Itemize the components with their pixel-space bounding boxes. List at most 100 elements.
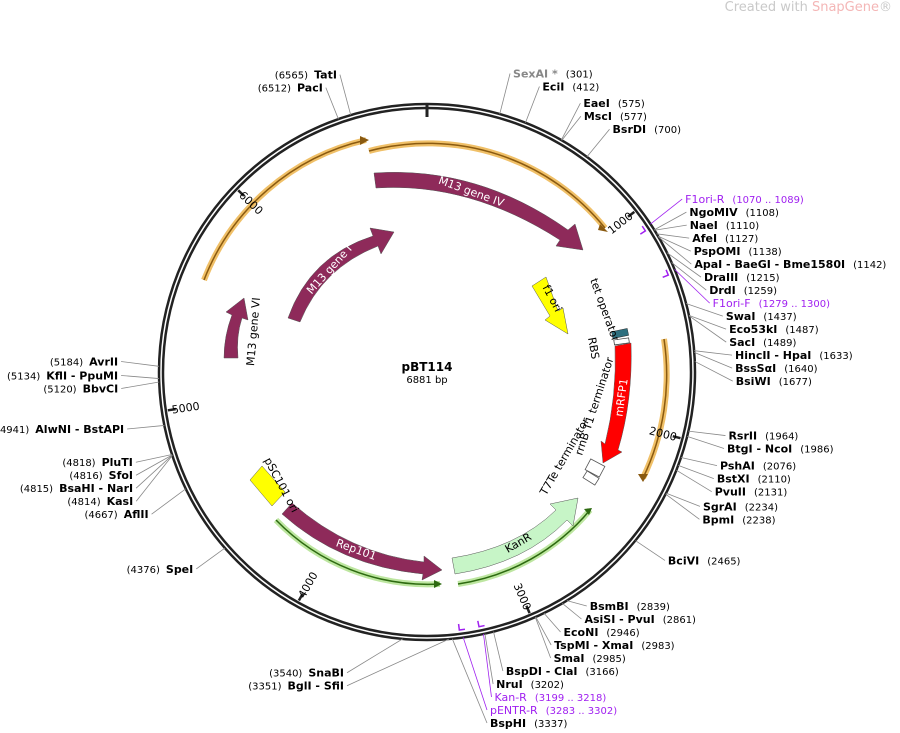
feature-f1-ori[interactable]	[531, 276, 569, 335]
site-label[interactable]: (6512)PacI	[258, 82, 323, 95]
site-labels: SexAI *(301)EciI(412)EaeI(575)MscI(577)B…	[0, 67, 886, 730]
feature-label-mrfp1: mRFP1	[612, 378, 630, 418]
feature-mrfp1[interactable]	[600, 342, 632, 464]
site-label[interactable]: (4816)SfoI	[69, 469, 133, 482]
site-leader	[499, 73, 511, 115]
site-label[interactable]: F1ori-F(1279 .. 1300)	[713, 297, 830, 310]
site-position: (4816)	[69, 471, 102, 482]
site-name: HincII - HpaI	[735, 349, 811, 362]
site-leader	[462, 637, 488, 711]
site-label[interactable]: BpmI(2238)	[702, 513, 775, 526]
site-label[interactable]: HincII - HpaI(1633)	[735, 349, 853, 362]
site-label[interactable]: EaeI(575)	[583, 97, 644, 110]
site-label[interactable]: TspMI - XmaI(2983)	[554, 639, 675, 652]
site-name: BsiWI	[736, 375, 771, 388]
site-position: (2110)	[758, 475, 791, 486]
site-leader	[121, 375, 160, 379]
site-label[interactable]: SexAI *(301)	[513, 67, 593, 80]
site-name: NgoMIV	[689, 206, 738, 219]
site-label[interactable]: SmaI(2985)	[554, 652, 626, 665]
site-label[interactable]: PspOMI(1138)	[694, 245, 782, 258]
site-label[interactable]: DrdI(1259)	[709, 284, 777, 297]
site-leader	[654, 224, 687, 231]
site-label[interactable]: pENTR-R(3283 .. 3302)	[490, 704, 617, 717]
site-leader	[586, 128, 610, 158]
scale-tick-label: 4000	[296, 570, 321, 601]
site-label[interactable]: DraIII(1215)	[704, 271, 780, 284]
site-label[interactable]: BciVI(2465)	[668, 554, 741, 567]
site-label[interactable]: (5184)AvrII	[50, 356, 118, 369]
site-label[interactable]: (3351)BglI - SfiI	[248, 680, 344, 693]
site-label[interactable]: NruI(3202)	[496, 678, 564, 691]
site-label[interactable]: (4376)SpeI	[127, 563, 194, 576]
site-leader	[561, 115, 582, 141]
site-label[interactable]: NgoMIV(1108)	[689, 206, 779, 219]
feature-rep101[interactable]	[281, 502, 443, 581]
feature-tet-operator[interactable]	[611, 328, 629, 339]
site-label[interactable]: NaeI(1110)	[690, 219, 760, 232]
site-label[interactable]: (3540)SnaBI	[269, 667, 344, 680]
feature-m13-gene-iv[interactable]	[373, 172, 584, 251]
site-position: (1215)	[746, 273, 779, 284]
site-label[interactable]: F1ori-R (1070 .. 1089)	[685, 193, 804, 206]
site-position: (3351)	[248, 682, 281, 693]
site-label[interactable]: BspDI - ClaI(3166)	[506, 665, 619, 678]
site-leader	[635, 540, 666, 561]
site-name: BsrDI	[613, 123, 647, 136]
site-label[interactable]: SacI(1489)	[729, 336, 796, 349]
feature-m13-gene-vi[interactable]	[223, 297, 249, 359]
site-label[interactable]: BtgI - NcoI(1986)	[727, 443, 834, 456]
site-label[interactable]: (4814)KasI	[67, 495, 133, 508]
site-label[interactable]: (4941)AlwNI - BstAPI	[0, 423, 124, 436]
site-label[interactable]: BspHI(3337)	[490, 717, 567, 730]
site-label[interactable]: RsrII(1964)	[728, 430, 798, 443]
site-label[interactable]: (4818)PluTI	[62, 456, 133, 469]
site-leader	[127, 425, 165, 430]
site-label[interactable]: EciI(412)	[542, 80, 599, 93]
site-label[interactable]: EcoNI(2946)	[564, 626, 640, 639]
site-label[interactable]: (5120)BbvCI	[43, 382, 118, 395]
feature-psc101-ori[interactable]	[249, 465, 286, 507]
orange-arc-2-head	[360, 136, 369, 145]
site-label[interactable]: BssSαI(1640)	[735, 362, 817, 375]
site-leader	[680, 457, 718, 467]
site-name: F1ori-R	[685, 193, 725, 206]
site-position: (1142)	[853, 260, 886, 271]
site-label[interactable]: (4815)BsaHI - NarI	[20, 482, 133, 495]
site-label[interactable]: (4667)AflII	[84, 508, 148, 521]
scale-tick	[167, 407, 176, 412]
scale-tick	[525, 605, 531, 614]
green-arc-2-head	[584, 508, 592, 515]
site-label[interactable]: AsiSI - PvuI(2861)	[584, 613, 696, 626]
site-name: TatI	[314, 69, 337, 82]
site-label[interactable]: MscI(577)	[584, 110, 647, 123]
feature-rbs[interactable]	[613, 337, 630, 346]
site-label[interactable]: Eco53kI(1487)	[729, 323, 819, 336]
site-label[interactable]: BsmBI(2839)	[590, 600, 670, 613]
site-name: PluTI	[102, 456, 133, 469]
site-position: (4815)	[20, 484, 53, 495]
feature-rrnb-t1-terminator[interactable]	[584, 458, 606, 478]
orange-arc-1	[368, 142, 606, 229]
feature-label-m13-gene-vi: M13 gene VI	[244, 297, 263, 367]
site-label[interactable]: (6565)TatI	[275, 69, 337, 82]
feature-label-rbs: RBS	[585, 336, 602, 360]
site-label[interactable]: PvuII(2131)	[715, 486, 788, 499]
site-label[interactable]: Kan-R(3199 .. 3218)	[494, 691, 606, 704]
feature-t7te-terminator[interactable]	[582, 470, 600, 486]
feature-label-tet-operator: tet operator	[587, 277, 622, 344]
site-label[interactable]: SgrAI(2234)	[703, 500, 778, 513]
site-label[interactable]: PshAI(2076)	[720, 460, 796, 473]
site-label[interactable]: BsrDI(700)	[613, 123, 682, 136]
site-label[interactable]: ApaI - BaeGI - Bme1580I(1142)	[694, 258, 886, 271]
feature-kanr[interactable]	[451, 497, 579, 575]
site-label[interactable]: AfeI(1127)	[692, 232, 758, 245]
site-position: (1070 .. 1089)	[732, 195, 804, 206]
feature-m13-gene-i[interactable]	[287, 227, 395, 323]
site-position: (2985)	[593, 654, 626, 665]
site-label[interactable]: SwaI(1437)	[726, 310, 797, 323]
site-label[interactable]: BsiWI(1677)	[736, 375, 812, 388]
site-label[interactable]: (5134)KflI - PpuMI	[7, 369, 118, 382]
site-label[interactable]: BstXI(2110)	[717, 473, 791, 486]
site-name: SpeI	[166, 563, 193, 576]
